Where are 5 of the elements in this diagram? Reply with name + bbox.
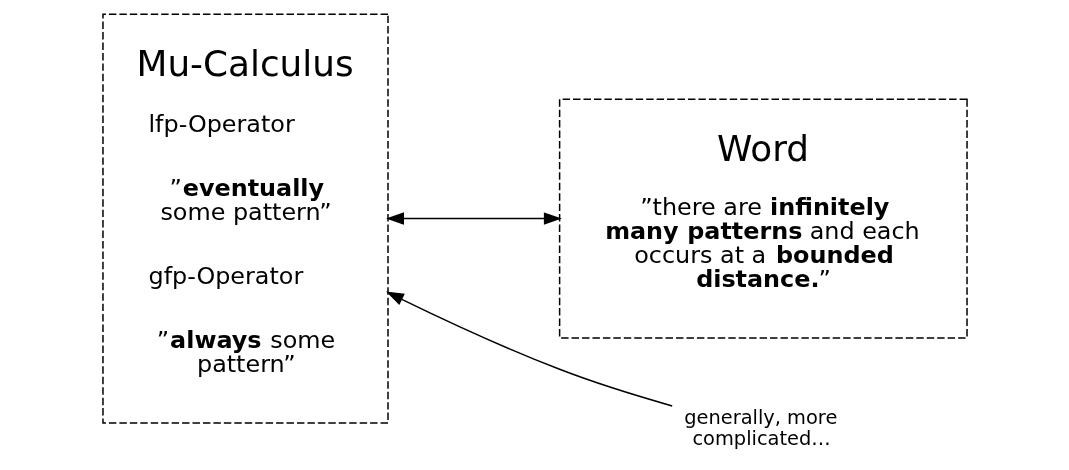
node-box: Word ”there are infinitely many patterns and each occurs at a bounded distance.” [558, 98, 968, 339]
node-box: Mu-Calculus lfp-Operator ”eventually some pattern” gfp-Operator ”always some pattern” [101, 13, 389, 424]
arrow [385, 291, 673, 407]
node-text: generally, more complicated… [683, 405, 837, 450]
arrow [385, 212, 562, 225]
